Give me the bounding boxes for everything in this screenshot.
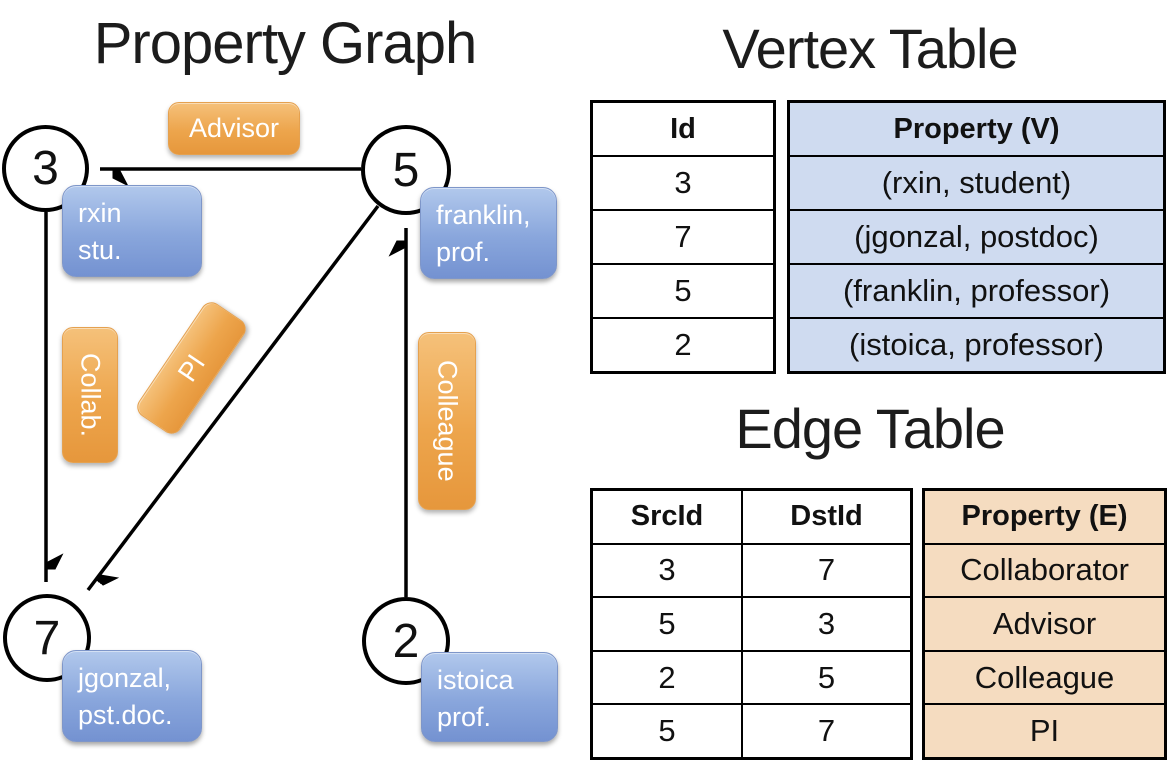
- table-row: 5 3: [593, 596, 910, 650]
- table-cell: 2: [593, 317, 773, 371]
- node-id: 7: [33, 611, 61, 665]
- table-cell: 2: [658, 659, 676, 695]
- edge-table-id-columns: SrcId DstId 3 7 5 3 2 5 5 7: [590, 488, 913, 760]
- vertex-property-line: prof.: [436, 237, 491, 267]
- vertex-property-line: stu.: [78, 235, 122, 265]
- edge-label-advisor: Advisor: [168, 102, 300, 155]
- table-cell: 5: [658, 713, 676, 749]
- vertex-property-line: istoica: [437, 665, 514, 695]
- edge-label-text: Advisor: [188, 113, 280, 143]
- table-cell: Colleague: [925, 649, 1164, 704]
- vertex-property-box-7: jgonzal, pst.doc.: [62, 650, 202, 742]
- table-cell: Advisor: [925, 596, 1164, 650]
- table-cell: 3: [741, 598, 910, 650]
- edge-5-to-7: [86, 204, 380, 592]
- graph-node-5: 5: [361, 125, 451, 215]
- table-row: 3 7: [593, 542, 910, 597]
- graph-node-2: 2: [362, 597, 450, 685]
- table-cell: (istoica, professor): [790, 317, 1163, 371]
- vertex-property-line: prof.: [437, 702, 492, 732]
- vertex-property-line: jgonzal,: [78, 663, 172, 693]
- node-id: 5: [392, 143, 420, 197]
- table-cell: (jgonzal, postdoc): [790, 209, 1163, 263]
- table-cell: 3: [658, 552, 676, 588]
- edge-label-collab: Collab.: [62, 327, 118, 463]
- edge-label-colleague: Colleague: [418, 332, 476, 510]
- vertex-table-header-id: Id: [670, 112, 696, 145]
- table-cell: (franklin, professor): [790, 263, 1163, 317]
- vertex-table-title: Vertex Table: [722, 17, 1018, 80]
- edge-label-text: Collab.: [75, 352, 106, 438]
- graph-edges: [44, 167, 408, 597]
- table-cell: 7: [741, 705, 910, 757]
- edge-table-property-column: Property (E) Collaborator Advisor Collea…: [922, 488, 1167, 760]
- edge-label-text: PI: [171, 348, 211, 387]
- vertex-table-header-property: Property (V): [893, 112, 1060, 145]
- table-row: 2 5: [593, 649, 910, 704]
- table-cell: (rxin, student): [790, 155, 1163, 209]
- table-row: SrcId DstId: [593, 491, 910, 543]
- vertex-property-box-2: istoica prof.: [421, 652, 558, 742]
- vertex-property-box-3: rxin stu.: [62, 185, 202, 277]
- vertex-property-line: rxin: [78, 198, 122, 228]
- table-cell: 5: [741, 651, 910, 704]
- node-id: 3: [32, 142, 59, 195]
- property-graph-title: Property Graph: [93, 11, 478, 76]
- table-cell: PI: [925, 703, 1164, 757]
- vertex-property-line: franklin,: [436, 200, 531, 230]
- table-cell: 5: [593, 263, 773, 317]
- table-cell: Collaborator: [925, 542, 1164, 597]
- vertex-table-id-column: Id 3 7 5 2: [590, 100, 776, 374]
- vertex-table-property-column: Property (V) (rxin, student) (jgonzal, p…: [787, 100, 1166, 374]
- table-cell: 5: [658, 605, 676, 641]
- edge-table-title: Edge Table: [735, 397, 1005, 460]
- table-cell: 7: [741, 544, 910, 597]
- vertex-property-line: pst.doc.: [78, 700, 173, 730]
- edge-table-header-src: SrcId: [630, 500, 704, 533]
- edge-label-text: Colleague: [432, 360, 463, 482]
- table-cell: 7: [593, 209, 773, 263]
- edge-table-header-dst: DstId: [741, 491, 910, 543]
- table-row: 5 7: [593, 703, 910, 757]
- vertex-property-box-5: franklin, prof.: [420, 187, 557, 279]
- edge-table-header-property: Property (E): [961, 500, 1128, 533]
- table-cell: 3: [593, 155, 773, 209]
- node-id: 2: [392, 614, 420, 668]
